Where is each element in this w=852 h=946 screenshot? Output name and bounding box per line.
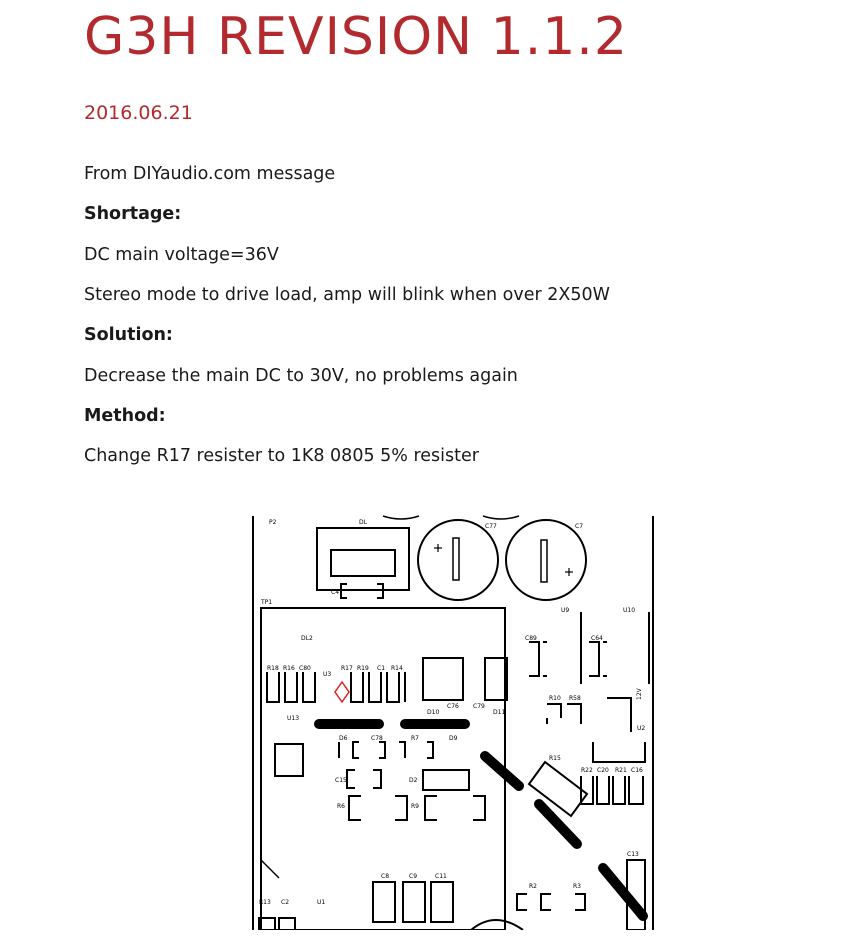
label-u13: U13 [287,715,299,722]
article-title: G3H REVISION 1.1.2 [84,7,628,67]
paragraph-decrease: Decrease the main DC to 30V, no problems… [84,366,518,386]
r17-highlight [334,680,350,704]
heading-solution: Solution: [84,325,173,345]
article-date: 2016.06.21 [84,102,193,124]
label-r3: R3 [573,883,581,890]
label-c8: C8 [381,873,389,880]
label-c80: C80 [299,665,311,672]
label-c4: C4 [331,589,339,596]
label-dl2: DL2 [301,635,313,642]
label-r21: R21 [615,767,627,774]
label-12v: 12V [636,687,643,700]
label-r58: R58 [569,695,581,702]
label-c79: C79 [473,703,485,710]
paragraph-source: From DIYaudio.com message [84,164,336,184]
label-d9: D9 [449,735,458,742]
heading-shortage: Shortage: [84,204,182,224]
paragraph-voltage: DC main voltage=36V [84,245,279,265]
label-dl: DL [359,519,368,526]
label-d10: D10 [427,709,439,716]
label-c77: C77 [485,523,497,530]
label-r14: R14 [391,665,403,672]
heading-method: Method: [84,406,166,426]
label-r18: R18 [267,665,279,672]
pcb-labels: P2 DL C77 C7 C4 TP1 U9 U10 DL2 C89 C64 R… [259,519,645,906]
label-c9: C9 [409,873,417,880]
label-r9: R9 [411,803,419,810]
paragraph-change: Change R17 resister to 1K8 0805 5% resis… [84,446,479,466]
label-r19: R19 [357,665,369,672]
label-c89: C89 [525,635,537,642]
label-r15: R15 [549,755,561,762]
label-c78: C78 [371,735,383,742]
label-r2: R2 [529,883,537,890]
label-c64: C64 [591,635,603,642]
label-c7: C7 [575,523,583,530]
label-r17: R17 [341,665,353,672]
label-tp1: TP1 [260,599,272,606]
label-r10: R10 [549,695,561,702]
paragraph-stereo: Stereo mode to drive load, amp will blin… [84,285,610,305]
label-u10: U10 [623,607,635,614]
label-c11: C11 [435,873,447,880]
label-r16: R16 [283,665,295,672]
label-r6: R6 [337,803,345,810]
label-r13: R13 [259,899,271,906]
label-r22: R22 [581,767,593,774]
label-d6: D6 [339,735,348,742]
label-u2: U2 [637,725,645,732]
label-c1: C1 [377,665,385,672]
label-c16: C16 [631,767,643,774]
label-u9: U9 [561,607,569,614]
label-r7: R7 [411,735,419,742]
label-c20: C20 [597,767,609,774]
pcb-layout-figure: P2 DL C77 C7 C4 TP1 U9 U10 DL2 C89 C64 R… [252,515,654,930]
label-p2: P2 [269,519,277,526]
label-u1: U1 [317,899,325,906]
label-c76: C76 [447,703,459,710]
label-c15: C15 [335,777,347,784]
label-u3: U3 [323,671,331,678]
label-d2: D2 [409,777,418,784]
label-c2: C2 [281,899,289,906]
label-d11: D11 [493,709,505,716]
label-c13: C13 [627,851,639,858]
